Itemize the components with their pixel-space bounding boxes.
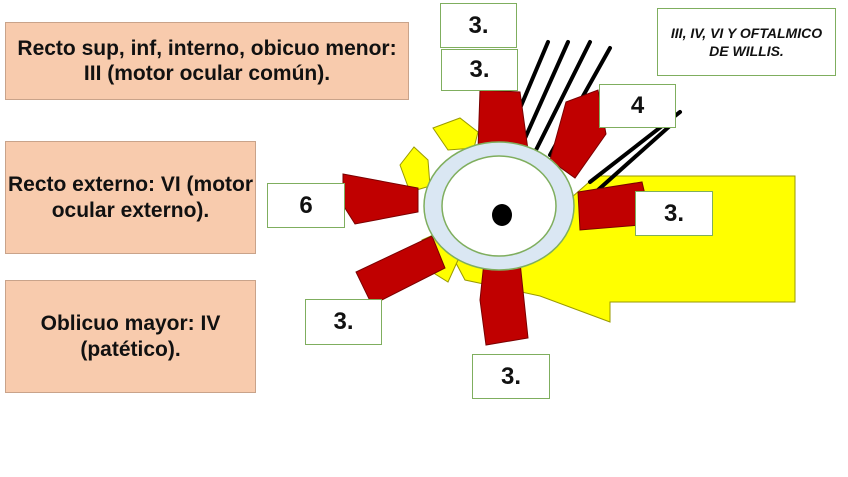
- note-abducens-text: Recto externo: VI (motor ocular externo)…: [7, 173, 254, 222]
- label-top-inner: 3.: [441, 49, 518, 91]
- label-left: 6: [267, 183, 345, 228]
- label-ophthalmic-willis: III, IV, VI Y OFTALMICO DE WILLIS.: [657, 8, 836, 76]
- note-trochlear-text: Oblicuo mayor: IV (patético).: [40, 312, 221, 361]
- muscle-superior: [477, 89, 529, 151]
- label-top-outer: 3.: [440, 3, 517, 48]
- muscle-inferior: [479, 261, 529, 346]
- label-right: 3.: [635, 191, 713, 236]
- note-common-oculomotor-text: Recto sup, inf, interno, obicuo menor: I…: [17, 36, 397, 85]
- note-trochlear: Oblicuo mayor: IV (patético).: [5, 280, 256, 393]
- muscle-superior-oblique: [549, 89, 607, 179]
- note-common-oculomotor: Recto sup, inf, interno, obicuo menor: I…: [5, 22, 409, 100]
- label-lower-left: 3.: [305, 299, 382, 345]
- pupil: [492, 204, 512, 226]
- yellow-fragment-top: [432, 117, 479, 151]
- label-upper-right: 4: [599, 84, 676, 128]
- note-abducens: Recto externo: VI (motor ocular externo)…: [5, 141, 256, 254]
- muscle-inferior-oblique: [355, 235, 446, 306]
- label-bottom: 3.: [472, 354, 550, 399]
